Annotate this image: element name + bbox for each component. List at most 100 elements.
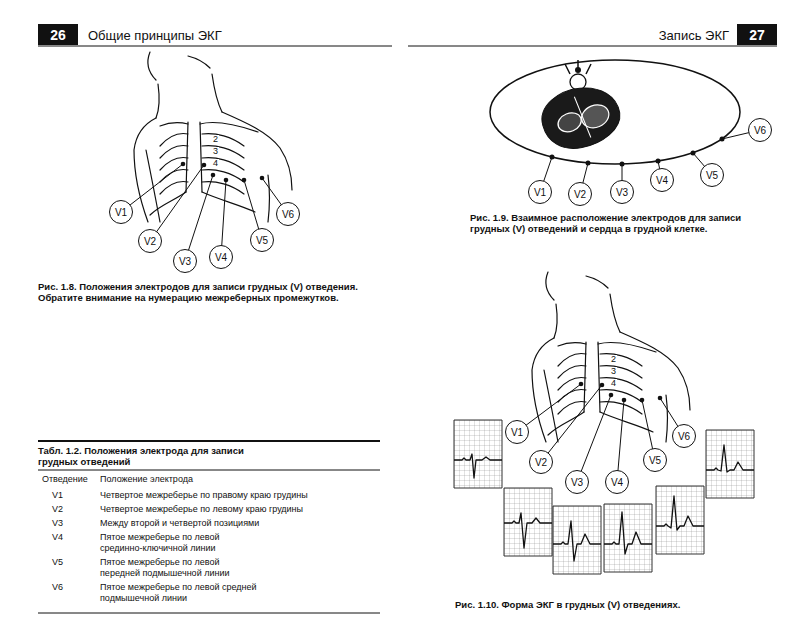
electrode-circle: V3 [610, 180, 634, 204]
table-cell: V5 [52, 557, 92, 568]
heart-chamber [555, 110, 584, 136]
ecg-grid [504, 488, 552, 556]
lead-name: V2 [574, 189, 586, 200]
ecg-strip [504, 488, 552, 556]
lead-name: V5 [256, 235, 268, 246]
table-cell: Пятое межреберье по левой срединно-ключи… [100, 532, 260, 554]
electrode-dot [620, 162, 625, 167]
electrode-dot [609, 393, 614, 398]
table-cell: Четвертое межреберье по правому краю гру… [100, 490, 350, 501]
lead-name: V4 [215, 252, 227, 263]
figure-caption: Рис. 1.9. Взаимное расположение электрод… [470, 212, 770, 234]
ecg-trace [706, 445, 754, 472]
leader-lines [517, 384, 684, 482]
electrode-circle: V1 [528, 180, 552, 204]
ecg-trace [656, 496, 704, 530]
running-head: Общие принципы ЭКГ [88, 28, 222, 43]
vertebra-process [565, 60, 591, 74]
chest-cross-section [490, 60, 740, 164]
lead-name: V3 [179, 256, 191, 267]
page-number-box: 27 [737, 24, 777, 45]
ecg-strips [454, 420, 754, 574]
electrode-circle: V1 [109, 200, 133, 224]
ecg-grid [656, 486, 704, 554]
electrode-dot [202, 163, 207, 168]
table-cell: V3 [52, 518, 92, 529]
ecg-trace [604, 512, 652, 554]
table-cell: Четвертое межреберье по левому краю груд… [100, 504, 350, 515]
intercostal-number: 4 [212, 159, 219, 168]
lead-name: V5 [649, 455, 661, 466]
electrode-dot [224, 178, 229, 183]
electrode-dot [600, 383, 605, 388]
lead-name: V2 [535, 457, 547, 468]
table-cell: Между второй и четвертой позициями [100, 518, 350, 529]
lead-name: V1 [511, 427, 523, 438]
electrode-circle: V4 [209, 245, 233, 269]
electrode-dot [586, 161, 591, 166]
heart-chamber [578, 101, 612, 132]
lead-name: V4 [656, 175, 668, 186]
intercostal-number: 4 [610, 379, 617, 388]
electrode-dot [656, 159, 661, 164]
table-header: Отведение [42, 474, 88, 485]
figure-caption: Рис. 1.10. Форма ЭКГ в грудных (V) отвед… [455, 599, 785, 610]
lead-name: V3 [571, 477, 583, 488]
electrode-circle: V4 [650, 168, 674, 192]
electrode-dot [658, 396, 663, 401]
electrode-circle: V6 [276, 202, 300, 226]
lead-name: V1 [534, 187, 546, 198]
ecg-strip [706, 430, 754, 498]
heart [534, 75, 628, 159]
electrode-circle: V5 [643, 448, 667, 472]
electrode-circle: V4 [605, 470, 629, 494]
running-head: Запись ЭКГ [659, 28, 729, 43]
electrode-dot [260, 176, 265, 181]
table-cell: V1 [52, 490, 92, 501]
ecg-grid [706, 430, 754, 498]
table-cell: V6 [52, 582, 92, 593]
table-cell: V2 [52, 504, 92, 515]
page-number-box: 26 [38, 24, 78, 45]
lead-name: V1 [115, 207, 127, 218]
electrode-dot [242, 178, 247, 183]
lead-name: V2 [144, 236, 156, 247]
table-rule [38, 613, 380, 614]
leader-line [541, 385, 602, 462]
electrode-dot [550, 155, 555, 160]
ecg-trace [454, 454, 502, 478]
electrode-dot [622, 398, 627, 403]
torso-drawing [532, 272, 690, 442]
ecg-trace [504, 513, 552, 548]
electrode-circle: V2 [529, 450, 553, 474]
electrode-circle: V2 [568, 182, 592, 206]
ecg-strip [604, 504, 652, 572]
electrode-dot [691, 151, 696, 156]
table-cell: V4 [52, 532, 92, 543]
electrode-circle: V5 [700, 163, 724, 187]
intercostal-number: 2 [212, 135, 219, 144]
lead-name: V3 [616, 187, 628, 198]
leader-line [185, 175, 213, 261]
table-cell: Пятое межреберье по левой передней подмы… [100, 557, 260, 579]
electrode-dot [640, 398, 645, 403]
electrode-circle: V6 [672, 424, 696, 448]
page-number: 26 [50, 27, 66, 43]
lead-name: V6 [678, 431, 690, 442]
electrode-dots [181, 162, 265, 183]
leader-line [577, 395, 611, 482]
ecg-trace [553, 521, 601, 561]
lead-name: V5 [706, 170, 718, 181]
electrode-dots [550, 137, 725, 167]
table-title: Табл. 1.2. Положения электрода для запис… [38, 445, 268, 467]
intercostal-number: 3 [610, 367, 617, 376]
page-number: 27 [749, 27, 765, 43]
electrode-dot [211, 173, 216, 178]
table-rule [38, 470, 380, 471]
table-rule [38, 440, 380, 442]
ecg-strip [553, 506, 601, 574]
lead-name: V4 [611, 477, 623, 488]
leader-lines [121, 164, 288, 261]
lead-name: V6 [282, 209, 294, 220]
